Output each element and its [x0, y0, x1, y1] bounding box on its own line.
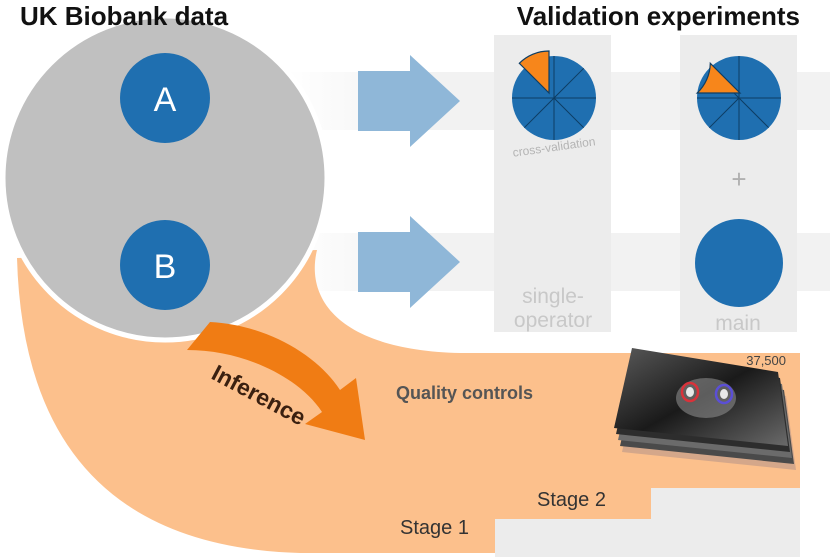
plus-sign: +: [731, 164, 746, 194]
main-set-circle: [695, 219, 783, 307]
arrow-b-icon: [358, 216, 460, 308]
stage1-label: Stage 1: [400, 517, 469, 539]
cohort-b-label: B: [154, 248, 177, 286]
held-out-fold-slice: [518, 50, 550, 95]
main-validation-pie: [695, 56, 781, 140]
cross-validation-pie: [512, 50, 596, 140]
single-operator-label-line2: operator: [514, 309, 592, 332]
cohort-a-circle: [120, 53, 210, 143]
main-label: main: [715, 312, 761, 335]
left-heading: UK Biobank data: [20, 1, 229, 31]
cohort-circle: [0, 13, 330, 343]
scan-count-label: 37,500: [746, 353, 786, 368]
main-held-out-slice: [695, 61, 742, 94]
mri-stack-icon: [614, 348, 796, 470]
stage2-platform: [651, 488, 800, 519]
quality-controls-label: Quality controls: [396, 383, 533, 403]
stage1-platform: [495, 519, 800, 557]
single-operator-label-line1: single-: [522, 285, 584, 308]
arrow-a-icon: [358, 55, 460, 147]
right-heading: Validation experiments: [517, 1, 800, 31]
cohort-a-label: A: [154, 81, 177, 119]
cohort-b-circle: [120, 220, 210, 310]
stage2-label: Stage 2: [537, 489, 606, 511]
inference-arrow-icon: [187, 322, 365, 440]
